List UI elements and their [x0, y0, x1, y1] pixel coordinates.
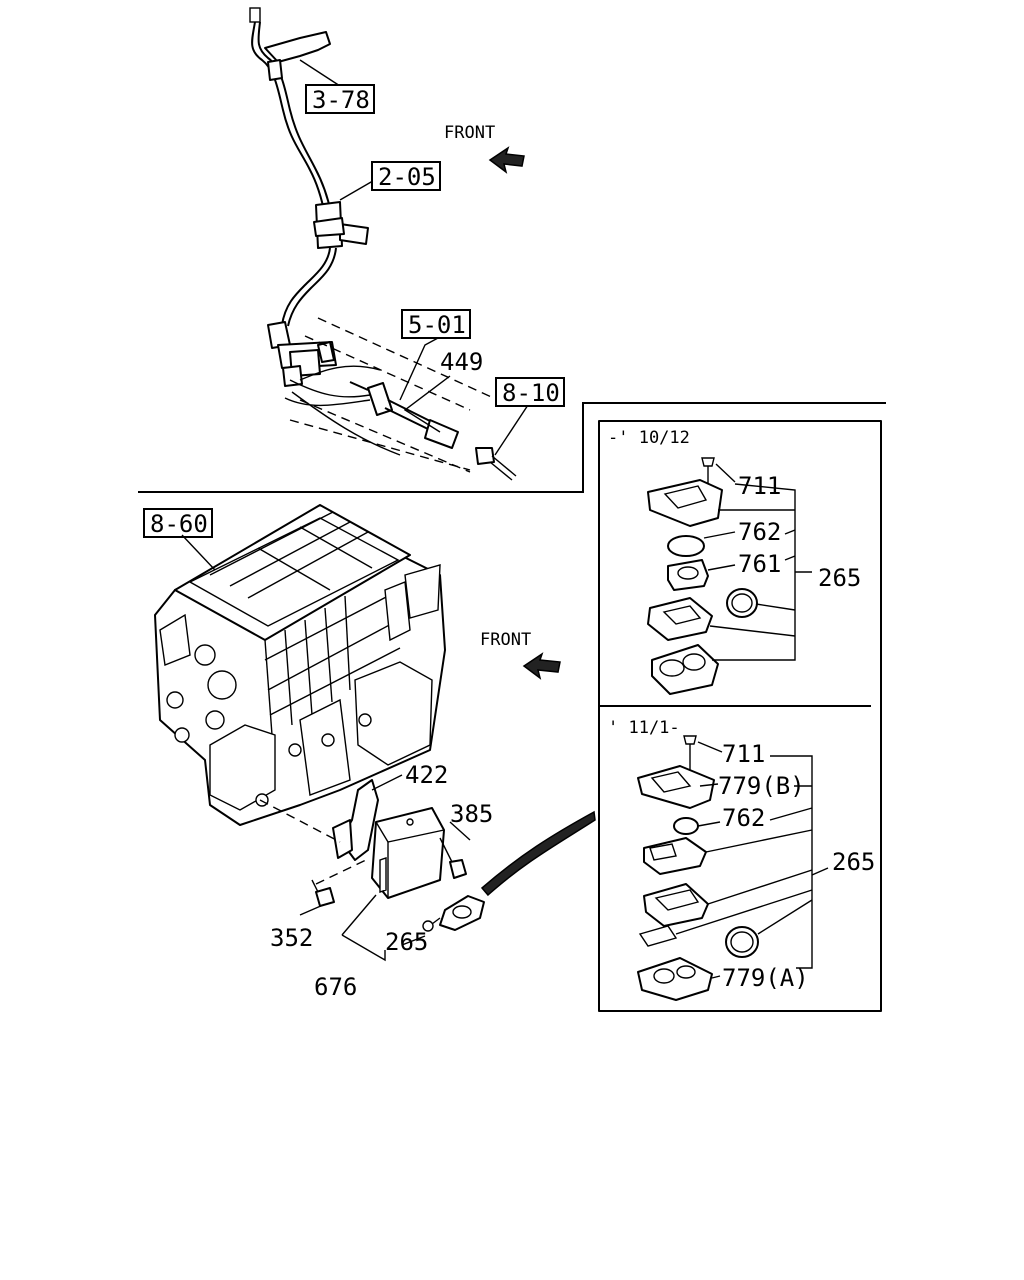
front-arrow-mid-icon — [522, 652, 561, 680]
callout-3-78: 3-78 — [305, 84, 375, 114]
detail-upper: -' 10/12 711 762 761 265 — [608, 428, 861, 695]
upper-part-762: 762 — [738, 518, 781, 546]
upper-part-265: 265 — [818, 564, 861, 592]
part-label-265: 265 — [385, 928, 428, 956]
callout-text-2-05: 2-05 — [378, 163, 436, 191]
front-arrow-top-icon — [488, 146, 525, 174]
callout-text-5-01: 5-01 — [408, 311, 466, 339]
middle-leaders — [181, 534, 471, 962]
callout-8-10: 8-10 — [495, 377, 565, 407]
part-label-422: 422 — [405, 761, 448, 789]
upper-part-761: 761 — [738, 550, 781, 578]
hvac-unit — [154, 504, 446, 826]
callout-2-05: 2-05 — [371, 161, 441, 191]
part-label-449: 449 — [440, 348, 483, 376]
part-label-385: 385 — [450, 800, 493, 828]
part-label-676: 676 — [314, 973, 357, 1001]
cable-assembly — [249, 7, 517, 481]
lower-part-265: 265 — [832, 848, 875, 876]
callout-text-3-78: 3-78 — [312, 86, 370, 114]
callout-text-8-10: 8-10 — [502, 379, 560, 407]
upper-part-711: 711 — [738, 472, 781, 500]
lower-part-779a: 779(A) — [722, 964, 809, 992]
section-divider — [138, 402, 886, 493]
front-label-top: FRONT — [444, 123, 495, 143]
period-label-lower: ' 11/1- — [608, 718, 680, 738]
part-label-352: 352 — [270, 924, 313, 952]
front-arrow-mid: FRONT — [480, 630, 561, 680]
front-label-mid: FRONT — [480, 630, 531, 650]
period-label-upper: -' 10/12 — [608, 428, 690, 448]
callout-5-01: 5-01 — [401, 309, 471, 339]
lower-part-779b: 779(B) — [718, 772, 805, 800]
lower-part-711: 711 — [722, 740, 765, 768]
front-arrow-top: FRONT — [444, 123, 525, 174]
callout-text-8-60: 8-60 — [150, 510, 208, 538]
callout-8-60: 8-60 — [143, 508, 213, 538]
detail-lower: ' 11/1- 711 — [608, 718, 875, 1001]
receiver-module — [259, 779, 596, 932]
lower-part-762: 762 — [722, 804, 765, 832]
top-leaders — [299, 59, 529, 456]
